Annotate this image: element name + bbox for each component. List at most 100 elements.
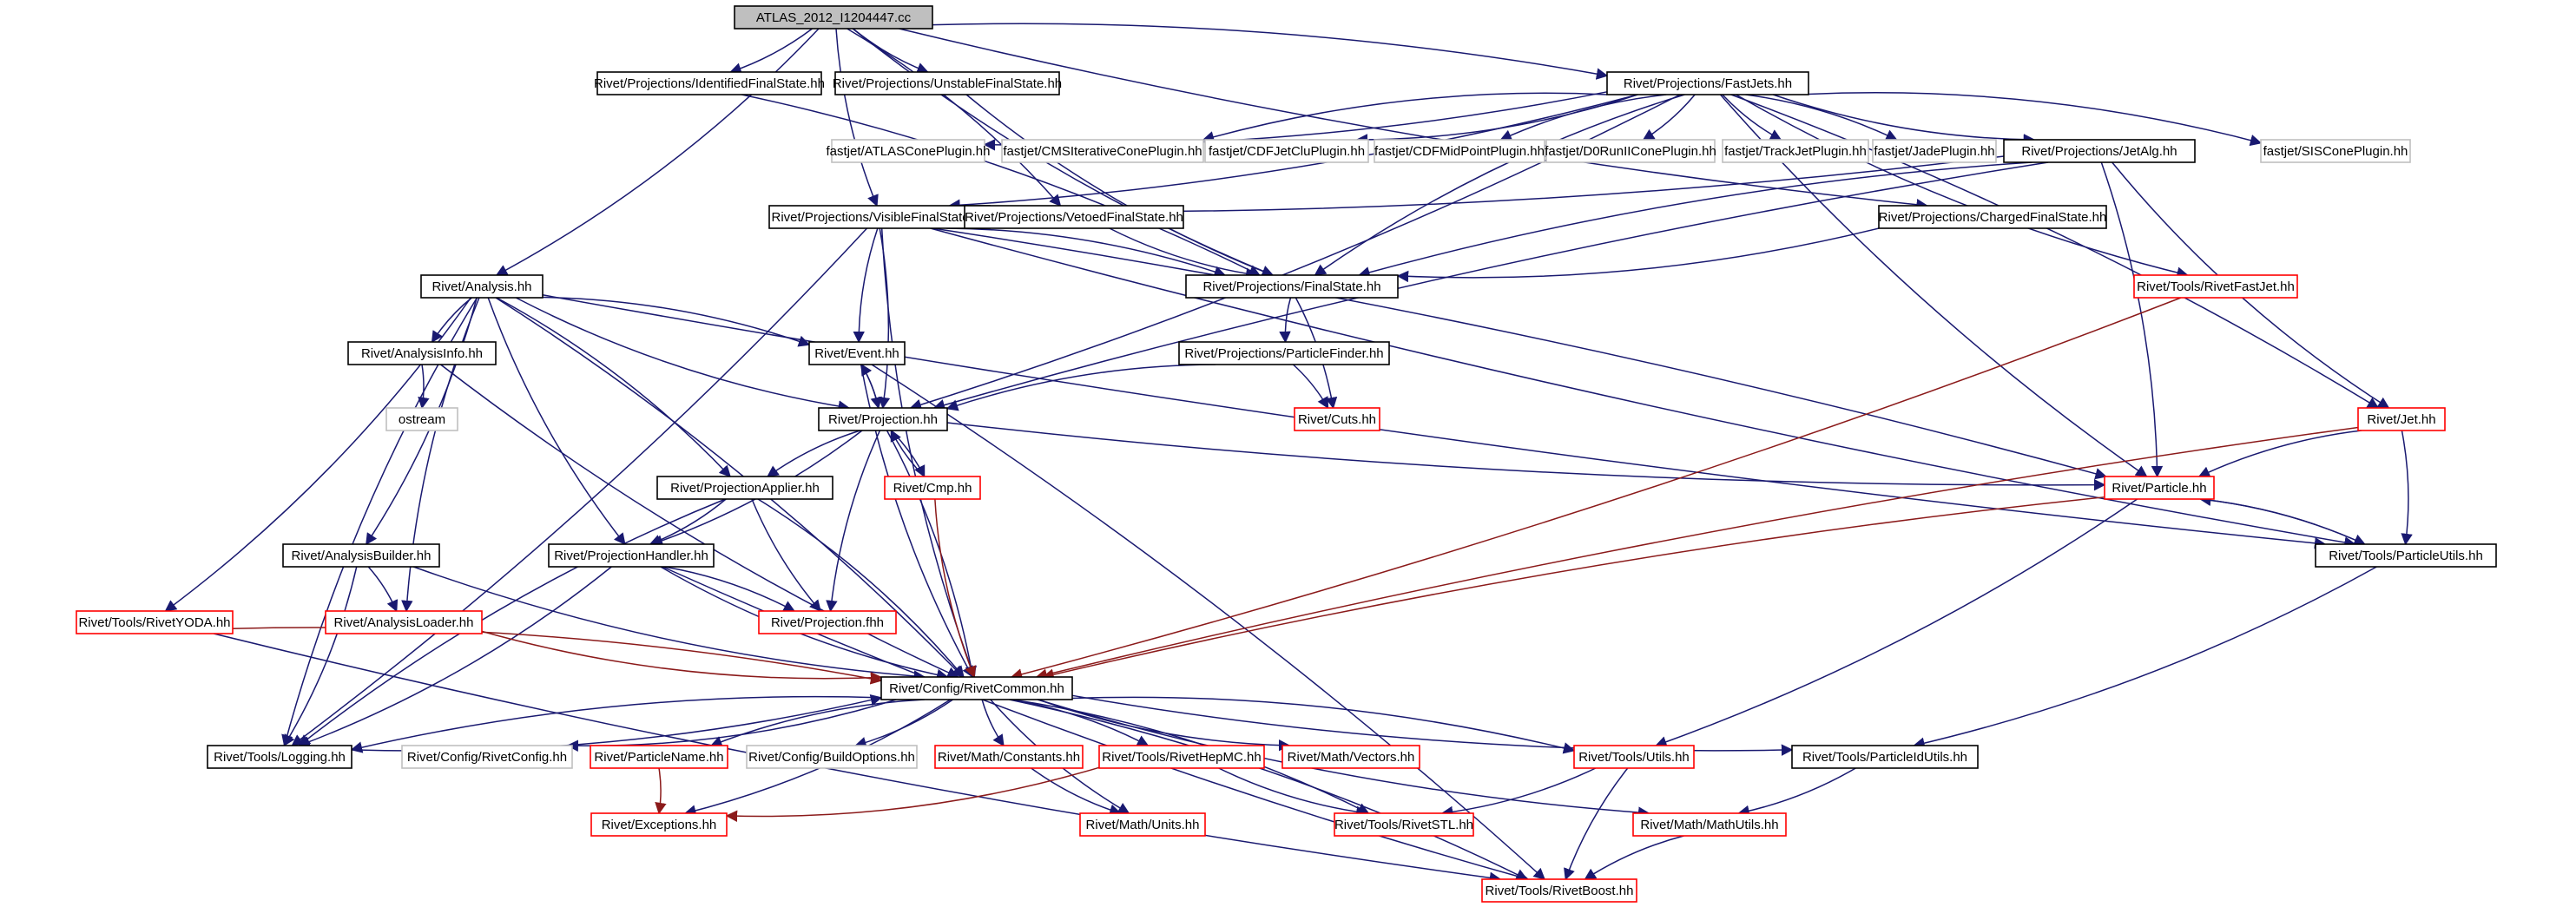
node-box <box>746 745 918 769</box>
edge-jetalg-to-vfs <box>988 155 2005 218</box>
node-rivet-tools-utils-hh[interactable]: Rivet/Tools/Utils.hh <box>1573 745 1695 769</box>
edge-analysis-to-particleutils <box>542 294 2327 549</box>
node-label: Rivet/Projections/JetAlg.hh <box>2021 144 2177 159</box>
edge-vfs-to-particle <box>932 227 2107 480</box>
node-atlas-2012-i1204447-cc[interactable]: ATLAS_2012_I1204447.cc <box>734 5 933 30</box>
edge-fs-to-particlefinder <box>1279 297 1292 344</box>
node-box <box>2133 274 2298 299</box>
node-rivet-tools-particleidutils-hh[interactable]: Rivet/Tools/ParticleIdUtils.hh <box>1791 745 1979 769</box>
edge-rivethepmc-to-exceptions <box>725 766 1100 823</box>
node-rivet-projection-fhh[interactable]: Rivet/Projection.fhh <box>758 610 897 634</box>
edge-root-to-fastjets <box>932 23 1609 80</box>
node-rivet-projection-hh[interactable]: Rivet/Projection.hh <box>818 407 948 431</box>
node-rivet-projections-fastjets-hh[interactable]: Rivet/Projections/FastJets.hh <box>1606 71 1809 95</box>
node-rivet-projections-chargedfinalstate-hh[interactable]: Rivet/Projections/ChargedFinalState.hh <box>1878 205 2107 229</box>
node-rivet-tools-rivetyoda-hh[interactable]: Rivet/Tools/RivetYODA.hh <box>76 610 234 634</box>
node-rivet-analysisbuilder-hh[interactable]: Rivet/AnalysisBuilder.hh <box>282 543 440 568</box>
edge-rivetfastjet-to-rivetcommon <box>1010 297 2182 680</box>
node-label: Rivet/Projections/VisibleFinalState.hh <box>771 210 987 225</box>
edge-particlefinder-to-projection <box>945 364 1216 411</box>
edge-projection-to-event <box>860 363 880 409</box>
edge-fastjets-to-siscone <box>1808 92 2263 147</box>
node-rivet-exceptions-hh[interactable]: Rivet/Exceptions.hh <box>590 812 728 837</box>
node-box <box>1294 407 1380 431</box>
node-rivet-projections-jetalg-hh[interactable]: Rivet/Projections/JetAlg.hh <box>2003 139 2196 163</box>
edge-jetalg-to-particle <box>2100 161 2164 478</box>
node-box <box>734 5 933 30</box>
node-rivet-event-hh[interactable]: Rivet/Event.hh <box>808 341 906 365</box>
edge-root-to-vetoed <box>847 28 1062 207</box>
edge-root-to-chargedfs <box>899 28 1928 211</box>
node-label: fastjet/ATLASConePlugin.hh <box>826 144 990 159</box>
node-box <box>1632 812 1787 837</box>
node-rivet-projections-particlefinder-hh[interactable]: Rivet/Projections/ParticleFinder.hh <box>1178 341 1390 365</box>
node-label: ostream <box>399 412 445 427</box>
node-rivet-tools-rivetboost-hh[interactable]: Rivet/Tools/RivetBoost.hh <box>1481 878 1637 903</box>
node-label: fastjet/CDFMidPointPlugin.hh <box>1374 144 1545 159</box>
node-fastjet-atlasconeplugin-hh: fastjet/ATLASConePlugin.hh <box>826 139 991 163</box>
node-label: Rivet/Tools/ParticleIdUtils.hh <box>1802 750 1967 765</box>
edge-rivetcommon-to-utils <box>1071 696 1576 754</box>
edge-projection-to-particle <box>946 422 2106 491</box>
node-rivet-tools-logging-hh[interactable]: Rivet/Tools/Logging.hh <box>207 745 352 769</box>
node-rivet-projections-unstablefinalstate-hh[interactable]: Rivet/Projections/UnstableFinalState.hh <box>833 71 1062 95</box>
node-box <box>2104 476 2215 500</box>
node-box <box>818 407 948 431</box>
node-rivet-analysisinfo-hh[interactable]: Rivet/AnalysisInfo.hh <box>347 341 497 365</box>
edge-projection-to-projapplier <box>767 430 861 477</box>
edge-projhandler-to-logging <box>298 566 612 748</box>
edge-fastjets-to-d0run <box>1642 94 1696 141</box>
node-rivet-projections-vetoedfinalstate-hh[interactable]: Rivet/Projections/VetoedFinalState.hh <box>964 205 1184 229</box>
node-box <box>385 407 458 431</box>
node-rivet-projectionhandler-hh[interactable]: Rivet/ProjectionHandler.hh <box>548 543 715 568</box>
node-rivet-jet-hh[interactable]: Rivet/Jet.hh <box>2357 407 2446 431</box>
node-rivet-tools-particleutils-hh[interactable]: Rivet/Tools/ParticleUtils.hh <box>2315 543 2497 568</box>
edge-jet-to-rivetcommon <box>1035 426 2359 680</box>
node-rivet-projections-visiblefinalstate-hh[interactable]: Rivet/Projections/VisibleFinalState.hh <box>768 205 991 229</box>
edge-fastjets-to-fs <box>1314 94 1685 276</box>
node-box <box>282 543 440 568</box>
node-label: Rivet/ProjectionApplier.hh <box>670 481 820 496</box>
node-rivet-tools-rivetfastjet-hh[interactable]: Rivet/Tools/RivetFastJet.hh <box>2133 274 2298 299</box>
node-rivet-analysisloader-hh[interactable]: Rivet/AnalysisLoader.hh <box>325 610 483 634</box>
node-rivet-math-units-hh[interactable]: Rivet/Math/Units.hh <box>1079 812 1206 837</box>
node-box <box>831 139 985 163</box>
node-box <box>207 745 352 769</box>
node-rivet-projectionapplier-hh[interactable]: Rivet/ProjectionApplier.hh <box>656 476 833 500</box>
node-label: Rivet/Tools/RivetHepMC.hh <box>1102 750 1261 765</box>
node-rivet-tools-rivetstl-hh[interactable]: Rivet/Tools/RivetSTL.hh <box>1334 812 1474 837</box>
node-box <box>1178 341 1390 365</box>
edge-particleutils-to-particleidutils <box>1913 566 2377 749</box>
node-rivet-config-rivetcommon-hh[interactable]: Rivet/Config/RivetCommon.hh <box>880 676 1073 700</box>
node-rivet-projections-finalstate-hh[interactable]: Rivet/Projections/FinalState.hh <box>1185 274 1399 299</box>
node-label: Rivet/Particle.hh <box>2112 481 2206 496</box>
node-box <box>934 745 1084 769</box>
node-label: Rivet/Projections/ChargedFinalState.hh <box>1879 210 2107 225</box>
node-rivet-particlename-hh[interactable]: Rivet/ParticleName.hh <box>590 745 728 769</box>
node-fastjet-cdfjetcluplugin-hh: fastjet/CDFJetCluPlugin.hh <box>1204 139 1369 163</box>
node-label: Rivet/Tools/RivetBoost.hh <box>1486 884 1634 898</box>
node-box <box>1722 139 1869 163</box>
node-rivet-analysis-hh[interactable]: Rivet/Analysis.hh <box>420 274 544 299</box>
node-rivet-cmp-hh[interactable]: Rivet/Cmp.hh <box>884 476 981 500</box>
node-box <box>1872 139 1997 163</box>
node-rivet-projections-identifiedfinalstate-hh[interactable]: Rivet/Projections/IdentifiedFinalState.h… <box>594 71 825 95</box>
edge-rivetyoda-to-rivetboost <box>213 633 1502 884</box>
node-box <box>1791 745 1979 769</box>
node-rivet-math-mathutils-hh[interactable]: Rivet/Math/MathUtils.hh <box>1632 812 1787 837</box>
node-box <box>590 812 728 837</box>
edge-analysisloader-to-rivetcommon <box>481 630 883 684</box>
node-rivet-cuts-hh[interactable]: Rivet/Cuts.hh <box>1294 407 1380 431</box>
node-rivet-math-constants-hh[interactable]: Rivet/Math/Constants.hh <box>934 745 1084 769</box>
node-label: Rivet/Config/RivetCommon.hh <box>889 681 1064 696</box>
node-label: Rivet/Config/BuildOptions.hh <box>748 750 915 765</box>
node-rivet-tools-rivethepmc-hh[interactable]: Rivet/Tools/RivetHepMC.hh <box>1098 745 1265 769</box>
node-box <box>884 476 981 500</box>
node-label: Rivet/Tools/Logging.hh <box>214 750 346 765</box>
node-rivet-math-vectors-hh[interactable]: Rivet/Math/Vectors.hh <box>1281 745 1420 769</box>
node-rivet-particle-hh[interactable]: Rivet/Particle.hh <box>2104 476 2215 500</box>
edge-jet-to-particleutils <box>2401 430 2413 546</box>
node-label: fastjet/JadePlugin.hh <box>1874 144 1994 159</box>
node-label: Rivet/Tools/Utils.hh <box>1578 750 1690 765</box>
node-box <box>401 745 573 769</box>
